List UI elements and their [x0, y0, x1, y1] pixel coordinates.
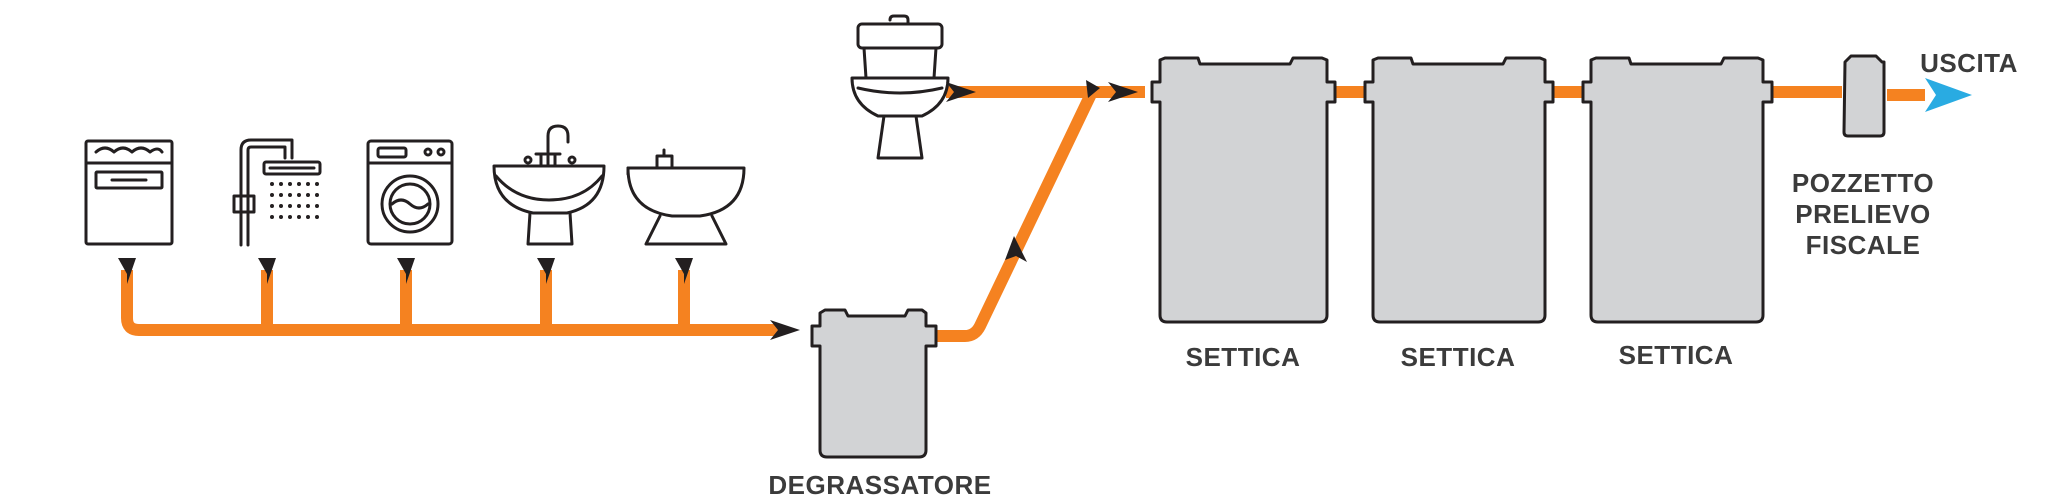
label-pozzetto-prelievo-fiscale: POZZETTO PRELIEVO FISCALE	[1770, 168, 1956, 262]
label-settica-2: SETTICA	[1400, 342, 1516, 372]
arrow-to-degreaser	[770, 320, 800, 340]
arrow-washing-machine	[397, 258, 415, 284]
septic-tank-3	[1581, 56, 1774, 324]
arrow-junction	[1086, 80, 1100, 98]
septic-tank-1	[1150, 56, 1337, 324]
septic-tanks	[1150, 56, 1774, 324]
label-pozzetto-line-2: PRELIEVO	[1795, 199, 1931, 230]
degreaser-outlet-pipe	[937, 86, 1145, 342]
arrow-dishwasher	[118, 258, 136, 284]
septic-tank-2	[1363, 56, 1555, 324]
label-settica-3: SETTICA	[1618, 340, 1734, 370]
arrow-washbasin	[537, 258, 555, 284]
shower-water-icon	[270, 182, 319, 219]
dishwasher-icon	[84, 139, 174, 246]
arrow-shower	[258, 258, 276, 284]
sink-icon	[492, 124, 606, 246]
arrow-to-tank1	[1108, 82, 1138, 102]
label-pozzetto-line-1: POZZETTO	[1791, 168, 1935, 198]
sampling-pit	[1842, 54, 1886, 138]
degreaser-tank	[810, 308, 938, 459]
bidet-icon	[626, 148, 746, 246]
label-settica-1: SETTICA	[1185, 342, 1301, 372]
label-degrassatore: DEGRASSATORE	[768, 470, 992, 500]
outlet-arrow	[1925, 78, 1972, 112]
label-uscita: USCITA	[1920, 48, 2018, 78]
label-pozzetto-line-3: FISCALE	[1805, 230, 1921, 261]
shower-icon	[232, 138, 322, 247]
flow-arrows	[118, 80, 1138, 340]
toilet-icon	[850, 14, 950, 160]
arrow-toilet	[946, 82, 976, 102]
arrow-up-diagonal	[1005, 236, 1027, 262]
washing-machine-icon	[366, 139, 454, 246]
arrow-bidet	[675, 258, 693, 284]
collector-pipe	[121, 270, 780, 336]
